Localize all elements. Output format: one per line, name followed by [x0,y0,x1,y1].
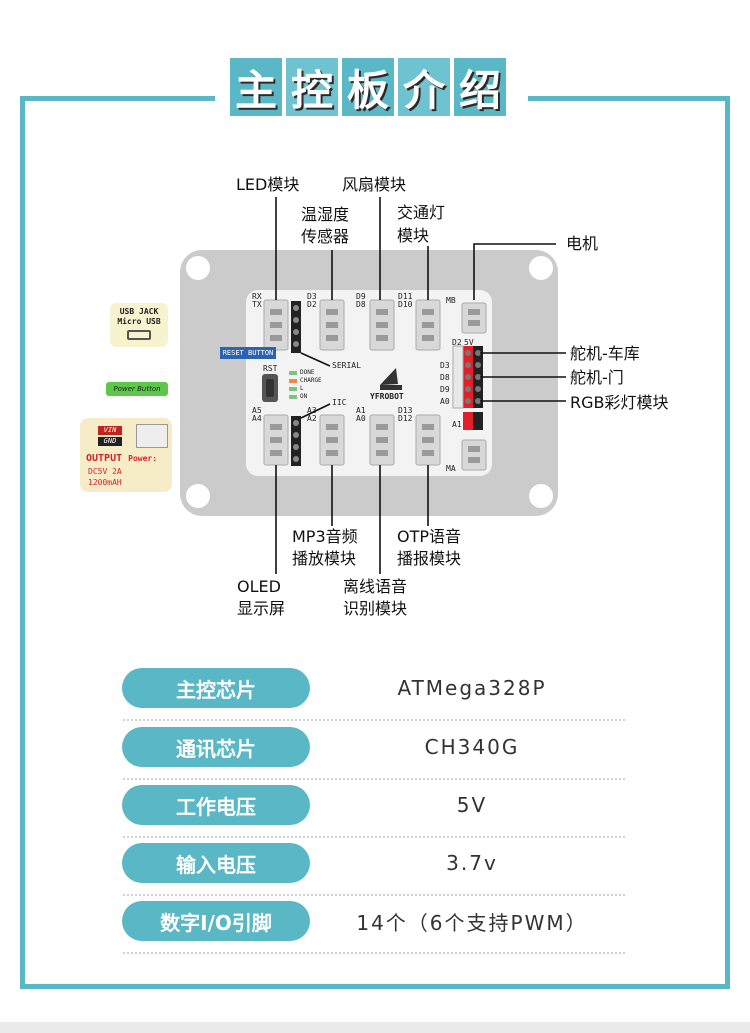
board-pin-label: A5 [252,406,262,415]
title-char: 介 [398,58,450,116]
gnd-tag: GND [98,437,122,446]
board-pin-label: A2 [307,414,317,423]
usb-micro-label: Micro USB [117,317,161,326]
spec-value: ATMega328P [397,676,547,700]
output-box: VIN GND OUTPUT Power: DC5V 2A 1200mAH [80,418,172,492]
board-pin-label: IIC [332,398,347,407]
output-dc: DC5V 2A [88,467,122,476]
spec-value: CH340G [424,735,520,759]
label-rgb: RGB彩灯模块 [570,393,669,412]
vin-tag: VIN [98,426,122,435]
bottom-strip [0,1022,750,1033]
spec-value: 3.7v [446,851,498,875]
label-oled-1: OLED [237,577,281,596]
label-servo-door: 舵机-门 [570,368,624,387]
spec-value: 14个（6个支持PWM） [356,910,588,935]
label-motor: 电机 [566,234,599,253]
board-pin-label: 5V [464,338,474,347]
board-pin-label: TX [252,300,262,309]
label-led: LED模块 [236,175,300,194]
spec-divider [122,718,627,722]
label-offline-1: 离线语音 [343,577,408,596]
board-pin-label: DONE [300,369,315,376]
board-pin-label: A1 [452,420,462,429]
board-pin-label: MB [446,296,456,305]
title-char: 绍 [454,58,506,116]
connector-icon [136,424,168,448]
label-otp-1: OTP语音 [397,527,462,546]
label-traffic-1: 交通灯 [397,203,446,222]
board-pin-label: D8 [356,300,366,309]
spec-divider [122,835,627,839]
label-offline-2: 识别模块 [343,599,408,618]
label-humidity-1: 温湿度 [301,205,350,224]
label-mp3-2: 播放模块 [292,549,357,568]
board-pin-label: D13 [398,406,413,415]
board-pin-label: SERIAL [332,361,361,370]
page-title: 主 控 板 介 绍 [230,58,506,116]
power-button-tag: Power Button [106,382,168,396]
board-pin-label: RX [252,292,262,301]
board-pin-label: D12 [398,414,413,423]
title-char: 主 [230,58,282,116]
title-char: 板 [342,58,394,116]
spec-row: 主控芯片 ATMega328P [122,668,632,722]
label-humidity-2: 传感器 [301,227,350,246]
label-traffic-2: 模块 [397,226,430,245]
output-label: OUTPUT Power: [86,453,158,464]
title-char: 控 [286,58,338,116]
board-pin-label: A0 [356,414,366,423]
board-pin-label: D3 [440,361,450,370]
usb-port-icon [127,330,151,340]
board-pin-label: CHARGE [300,377,322,384]
spec-divider [122,893,627,897]
output-mah: 1200mAH [88,478,122,487]
spec-key: 主控芯片 [122,668,310,708]
spec-divider [122,777,627,781]
spec-row: 工作电压 5V [122,785,632,839]
board-pin-label: D8 [440,373,450,382]
board-pin-label: A3 [307,406,317,415]
usb-jack-label: USB JACK [119,307,159,316]
board-pin-label: L [300,385,304,392]
board-pin-label: MA [446,464,456,473]
label-oled-2: 显示屏 [237,599,286,618]
board-pin-label: D3 [307,292,317,301]
board-pin-label: D9 [440,385,450,394]
reset-button-tag: RESET BUTTON [220,347,276,359]
board-brand: YFROBOT [370,392,404,401]
spec-key: 通讯芯片 [122,727,310,767]
board-pin-label: A4 [252,414,262,423]
label-mp3-1: MP3音频 [292,527,358,546]
board-pin-label: A1 [356,406,366,415]
label-servo-garage: 舵机-车库 [570,344,640,363]
board-pin-label: RST [263,364,278,373]
spec-row: 数字I/O引脚 14个（6个支持PWM） [122,901,632,955]
spec-row: 通讯芯片 CH340G [122,727,632,781]
spec-divider [122,951,627,955]
frame-top-right [528,96,730,101]
board-pin-label: A0 [440,397,450,406]
label-fan: 风扇模块 [342,175,407,194]
spec-key: 数字I/O引脚 [122,901,310,941]
spec-value: 5V [456,793,488,817]
spec-row: 输入电压 3.7v [122,843,632,897]
content-frame [20,96,730,989]
frame-top-left [20,96,215,101]
board-pin-label: D2 [307,300,317,309]
board-pin-label: D9 [356,292,366,301]
spec-key: 输入电压 [122,843,310,883]
board-pin-label: ON [300,393,308,400]
label-otp-2: 播报模块 [397,549,462,568]
board-pin-label: D10 [398,300,413,309]
board-pin-label: D11 [398,292,413,301]
usb-jack-box: USB JACK Micro USB [110,303,168,347]
spec-key: 工作电压 [122,785,310,825]
board-pin-label: D2 [452,338,462,347]
